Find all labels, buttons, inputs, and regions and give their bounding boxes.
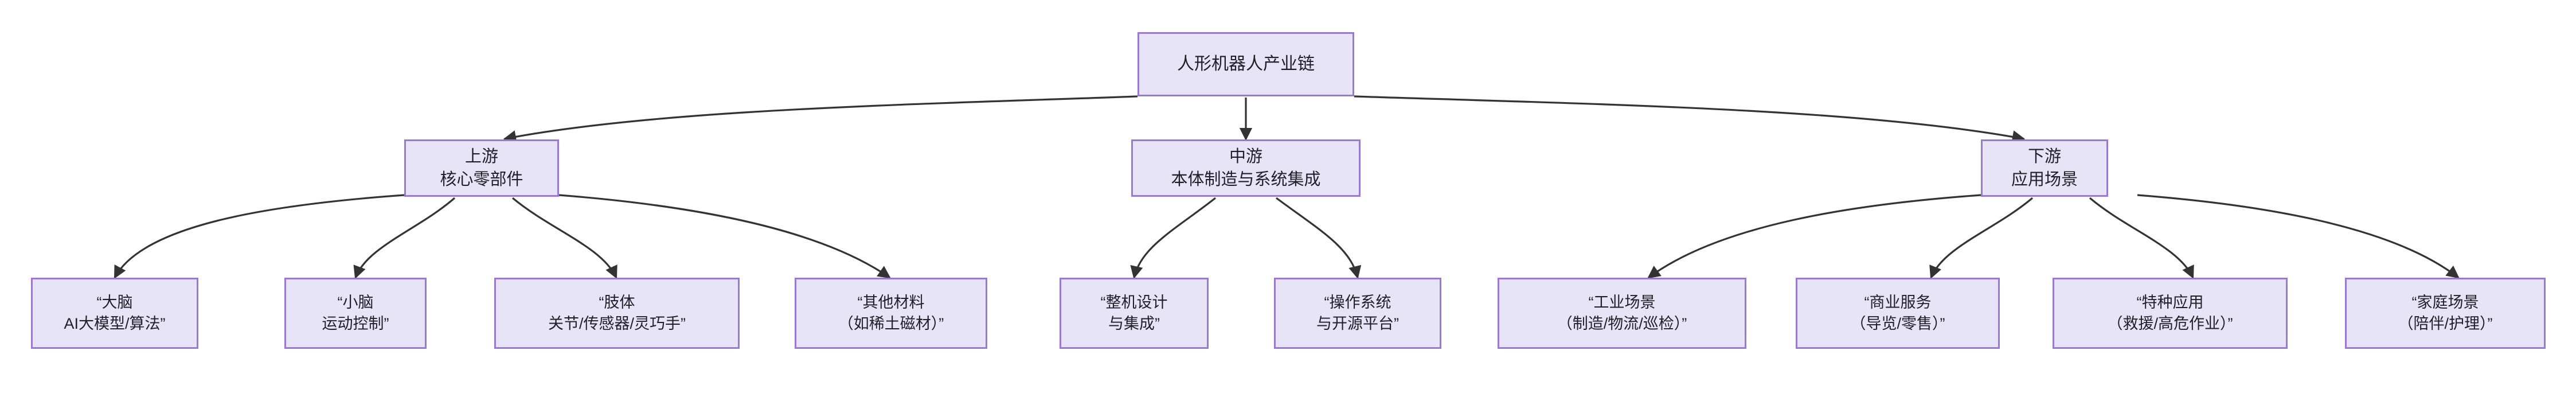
edge-midstream-assembly <box>1130 197 1216 279</box>
node-os-line-2: 与开源平台” <box>1316 315 1399 332</box>
node-limbs-line-2: 关节/传感器/灵巧手” <box>548 315 686 332</box>
node-commercial-line-2: （导览/零售）” <box>1850 315 1945 332</box>
node-downstream-line-2: 应用场景 <box>2011 170 2078 189</box>
node-limbs[interactable]: “肢体 关节/传感器/灵巧手” <box>494 278 740 349</box>
node-assembly-line-1: “整机设计 <box>1100 293 1168 311</box>
node-industrial-line-2: （制造/物流/巡检）” <box>1557 315 1687 332</box>
node-commercial[interactable]: “商业服务 （导览/零售）” <box>1796 278 2000 349</box>
edge-upstream-materials <box>558 194 891 279</box>
edge-upstream-brain <box>114 194 405 279</box>
node-midstream-line-1: 中游 <box>1229 147 1262 166</box>
node-materials-line-1: “其他材料 <box>857 293 925 311</box>
node-brain-line-2: AI大模型/算法” <box>64 315 166 332</box>
node-cerebellum-line-2: 运动控制” <box>322 315 389 332</box>
node-midstream-line-2: 本体制造与系统集成 <box>1171 170 1321 189</box>
node-brain[interactable]: “大脑 AI大模型/算法” <box>31 278 198 349</box>
node-home[interactable]: “家庭场景 （陪伴/护理）” <box>2345 278 2546 349</box>
edge-downstream-home <box>2137 194 2460 279</box>
node-materials[interactable]: “其他材料 （如稀土磁材）” <box>795 278 987 349</box>
node-commercial-line-1: “商业服务 <box>1864 293 1932 311</box>
node-upstream-line-1: 上游 <box>464 147 498 166</box>
node-materials-line-2: （如稀土磁材）” <box>838 315 944 332</box>
node-cerebellum[interactable]: “小脑 运动控制” <box>284 278 427 349</box>
node-assembly[interactable]: “整机设计 与集成” <box>1060 278 1209 349</box>
edge-root-downstream <box>1354 95 2026 143</box>
node-home-line-2: （陪伴/护理）” <box>2398 315 2493 332</box>
node-brain-line-1: “大脑 <box>96 293 133 311</box>
node-root-line-1: 人形机器人产业链 <box>1177 55 1315 74</box>
edge-downstream-special <box>2089 197 2194 279</box>
node-upstream[interactable]: 上游 核心零部件 <box>404 139 559 197</box>
node-root[interactable]: 人形机器人产业链 <box>1137 32 1354 96</box>
node-upstream-line-2: 核心零部件 <box>440 170 523 189</box>
node-industrial[interactable]: “工业场景 （制造/物流/巡检）” <box>1498 278 1746 349</box>
node-home-line-1: “家庭场景 <box>2411 293 2479 311</box>
node-assembly-line-2: 与集成” <box>1108 315 1160 332</box>
node-downstream[interactable]: 下游 应用场景 <box>1981 139 2108 197</box>
edge-midstream-os <box>1276 197 1362 279</box>
node-special-line-2: （救援/高危作业）” <box>2107 315 2233 332</box>
node-os-line-1: “操作系统 <box>1324 293 1391 311</box>
node-downstream-line-1: 下游 <box>2027 147 2061 166</box>
edge-downstream-industrial <box>1647 194 1981 279</box>
node-limbs-line-1: “肢体 <box>599 293 635 311</box>
edge-upstream-cerebellum <box>353 197 456 279</box>
edge-upstream-limbs <box>511 197 617 279</box>
edge-root-upstream <box>503 95 1138 143</box>
node-special-line-1: “特种应用 <box>2136 293 2204 311</box>
node-cerebellum-line-1: “小脑 <box>337 293 374 311</box>
edge-downstream-commercial <box>1929 197 2034 279</box>
node-industrial-line-1: “工业场景 <box>1588 293 1656 311</box>
node-os[interactable]: “操作系统 与开源平台” <box>1274 278 1441 349</box>
node-midstream[interactable]: 中游 本体制造与系统集成 <box>1131 139 1361 197</box>
node-special[interactable]: “特种应用 （救援/高危作业）” <box>2053 278 2288 349</box>
